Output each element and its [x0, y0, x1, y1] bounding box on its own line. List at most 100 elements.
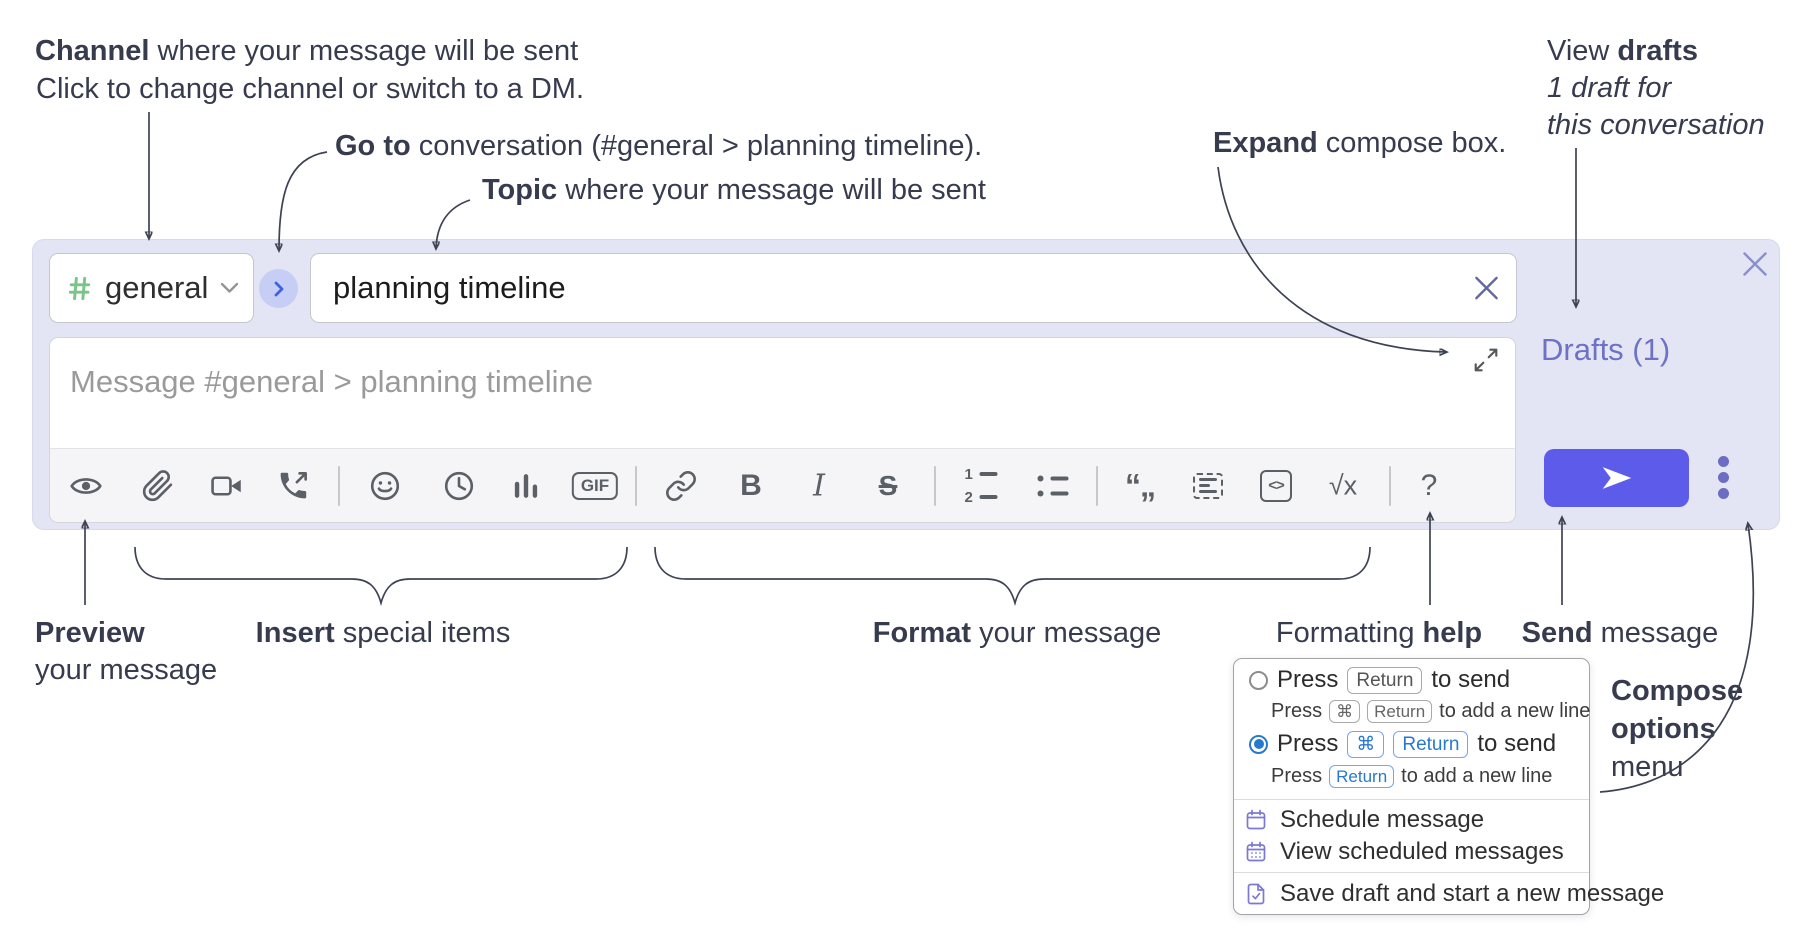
save-draft-item[interactable]: Save draft and start a new message: [1244, 880, 1664, 908]
view-drafts-annotation: View drafts 1 draft for this conversatio…: [1547, 33, 1765, 144]
video-call-button[interactable]: [211, 469, 244, 502]
insert-link-button[interactable]: [665, 469, 698, 502]
go-to-conversation-button[interactable]: [259, 269, 298, 308]
radio-selected[interactable]: [1249, 734, 1268, 754]
option-text: to send: [1477, 730, 1557, 757]
schedule-message-item[interactable]: Schedule message: [1244, 806, 1484, 834]
compose-options-annotation: Compose options menu: [1611, 672, 1743, 786]
view-drafts-line2: 1 draft for: [1547, 72, 1672, 104]
view-drafts-line3: this conversation: [1547, 109, 1765, 141]
menu-divider: [1234, 872, 1589, 873]
insert-brace: [134, 546, 628, 607]
kebab-dot: [1718, 456, 1729, 467]
radio-unselected[interactable]: [1249, 670, 1268, 690]
strikethrough-icon: S: [878, 469, 898, 501]
drafts-link[interactable]: Drafts (1): [1541, 332, 1671, 367]
formatting-help-button[interactable]: ?: [1421, 469, 1438, 503]
option-text: Press: [1277, 666, 1339, 693]
toolbar-divider: [338, 465, 340, 506]
expand-icon: [1474, 348, 1498, 372]
format-annotation-bold: Format: [872, 617, 972, 649]
bold-button[interactable]: B: [740, 469, 762, 503]
bulleted-list-icon: [1037, 475, 1069, 496]
option-subtext: to add a new line: [1401, 765, 1553, 787]
cmd-key: ⌘: [1347, 730, 1385, 758]
send-option-cmd-return-subtext: Press Return to add a new line: [1271, 765, 1552, 788]
bold-icon: B: [740, 468, 762, 502]
topic-annotation-rest: where your message will be sent: [557, 174, 986, 206]
channel-annotation-rest: where your message will be sent: [149, 35, 579, 67]
add-poll-button[interactable]: [510, 469, 543, 502]
view-drafts-pre: View: [1547, 35, 1618, 67]
calendar-icon: [1246, 809, 1266, 830]
close-compose-button[interactable]: [1739, 248, 1771, 280]
cmd-key: ⌘: [1329, 700, 1361, 723]
strikethrough-button[interactable]: S: [879, 470, 898, 502]
smiley-icon: [370, 471, 400, 500]
message-compose-area[interactable]: Message #general > planning timeline: [49, 337, 1516, 523]
preview-button[interactable]: [70, 469, 103, 502]
phone-call-icon: [280, 471, 307, 498]
clear-topic-button[interactable]: [1473, 275, 1500, 302]
add-global-time-button[interactable]: [443, 469, 476, 502]
chevron-down-icon: [220, 282, 239, 293]
send-option-return[interactable]: Press Return to send: [1249, 666, 1510, 694]
bar-chart-icon: [514, 473, 538, 498]
send-option-return-subtext: Press ⌘ Return to add a new line: [1271, 700, 1590, 723]
format-annotation: Format your message: [873, 615, 1162, 652]
send-option-cmd-return[interactable]: Press ⌘ Return to send: [1249, 730, 1556, 758]
formatting-help-bold: help: [1422, 617, 1483, 649]
voice-call-button[interactable]: [277, 469, 310, 502]
channel-selector-label: general: [105, 270, 209, 305]
menu-item-label: View scheduled messages: [1280, 838, 1564, 865]
kebab-dot: [1718, 472, 1729, 483]
bulleted-list-button[interactable]: [1037, 475, 1069, 496]
message-placeholder: Message #general > planning timeline: [70, 364, 594, 399]
toolbar-divider: [1389, 465, 1391, 506]
send-button[interactable]: [1544, 449, 1689, 507]
format-annotation-rest: your message: [971, 617, 1162, 649]
close-icon: [1475, 276, 1498, 300]
topic-annotation-bold: Topic: [482, 174, 558, 206]
menu-item-label: Save draft and start a new message: [1280, 880, 1665, 907]
preview-annotation-line2: your message: [35, 654, 218, 686]
topic-input-wrap: [310, 253, 1517, 323]
return-key: Return: [1329, 765, 1395, 788]
kebab-dot: [1718, 488, 1729, 499]
compose-options-menu: Press Return to send Press ⌘ Return to a…: [1233, 658, 1664, 915]
link-icon: [666, 470, 696, 501]
spoiler-button[interactable]: [1193, 472, 1223, 499]
code-icon: <>: [1260, 469, 1292, 502]
eye-icon: [70, 477, 102, 494]
channel-selector[interactable]: general: [49, 253, 254, 323]
return-key: Return: [1347, 666, 1423, 694]
option-text: Press: [1277, 730, 1339, 757]
compose-options-line2: options: [1611, 713, 1716, 745]
add-emoji-button[interactable]: [369, 469, 402, 502]
go-to-arrow: [279, 151, 328, 250]
go-to-annotation-bold: Go to: [335, 130, 411, 162]
expand-compose-button[interactable]: [1473, 347, 1499, 373]
add-gif-button[interactable]: GIF: [571, 471, 619, 500]
formatting-help-pre: Formatting: [1275, 617, 1423, 649]
view-scheduled-messages-item[interactable]: View scheduled messages: [1244, 838, 1564, 866]
quote-button[interactable]: “„: [1125, 467, 1156, 504]
send-annotation-rest: message: [1592, 617, 1719, 649]
format-brace: [654, 546, 1371, 607]
attach-file-button[interactable]: [142, 469, 175, 502]
code-button[interactable]: <>: [1260, 469, 1292, 502]
option-subtext: to add a new line: [1439, 700, 1591, 722]
math-button[interactable]: √x: [1329, 470, 1357, 501]
compose-options-menu-button[interactable]: [1718, 456, 1729, 499]
topic-input[interactable]: [311, 254, 1516, 322]
option-text: to send: [1431, 666, 1511, 693]
return-key: Return: [1393, 730, 1469, 758]
calendar-dots-icon: [1246, 841, 1266, 862]
chevron-right-icon: [274, 281, 283, 296]
channel-hash-icon: [68, 276, 91, 300]
italic-button[interactable]: I: [813, 468, 825, 503]
expand-annotation-rest: compose box.: [1317, 127, 1507, 159]
